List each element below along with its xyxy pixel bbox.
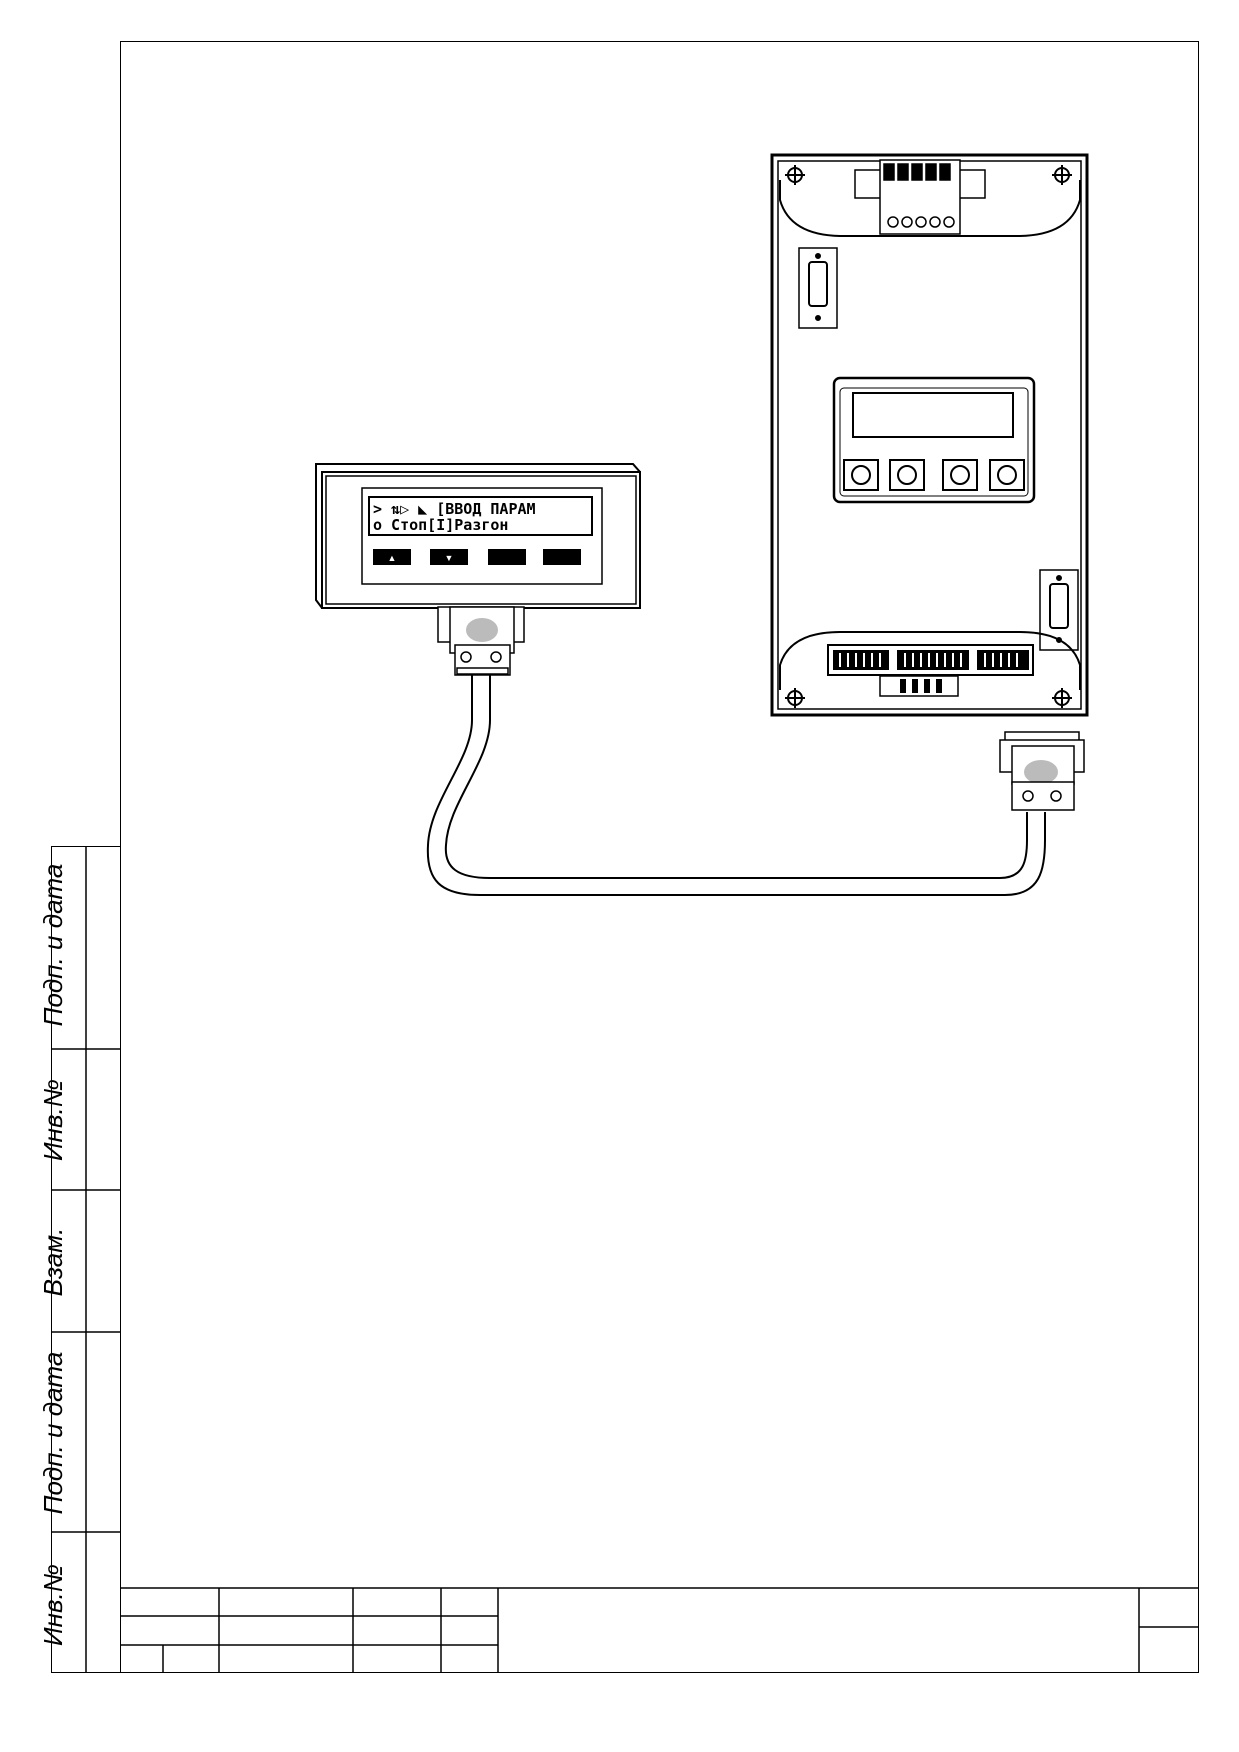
key-up[interactable] xyxy=(373,549,411,565)
lcd-line-1: > ⇅▷ ◣ [ВВОД ПАРАМ xyxy=(373,500,536,518)
stamp-label-sign-date-2: Подп. и дата xyxy=(38,1351,68,1515)
key-4[interactable] xyxy=(543,549,581,565)
arrow-down-icon: ▼ xyxy=(445,553,454,563)
remote-keys: ▲ ▼ xyxy=(373,549,581,565)
remote-connector xyxy=(437,606,525,676)
drive-unit xyxy=(770,153,1089,717)
stamp-label-sign-date-1: Подп. и дата xyxy=(38,863,68,1027)
cable xyxy=(426,675,1046,896)
stamp-label-replaced: Взам. xyxy=(38,1227,68,1297)
key-down[interactable] xyxy=(430,549,468,565)
drive-connector xyxy=(999,731,1085,811)
stamp-label-inv-1: Инв.№ xyxy=(38,1079,68,1161)
side-stamp-dividers xyxy=(51,846,121,1673)
key-3[interactable] xyxy=(488,549,526,565)
arrow-up-icon: ▲ xyxy=(388,553,397,563)
lcd-line-2: o Стоп[I]Разгон xyxy=(373,516,508,534)
title-block xyxy=(120,1587,1199,1673)
remote-panel xyxy=(315,463,641,609)
stamp-label-inv-2: Инв.№ xyxy=(38,1564,68,1646)
